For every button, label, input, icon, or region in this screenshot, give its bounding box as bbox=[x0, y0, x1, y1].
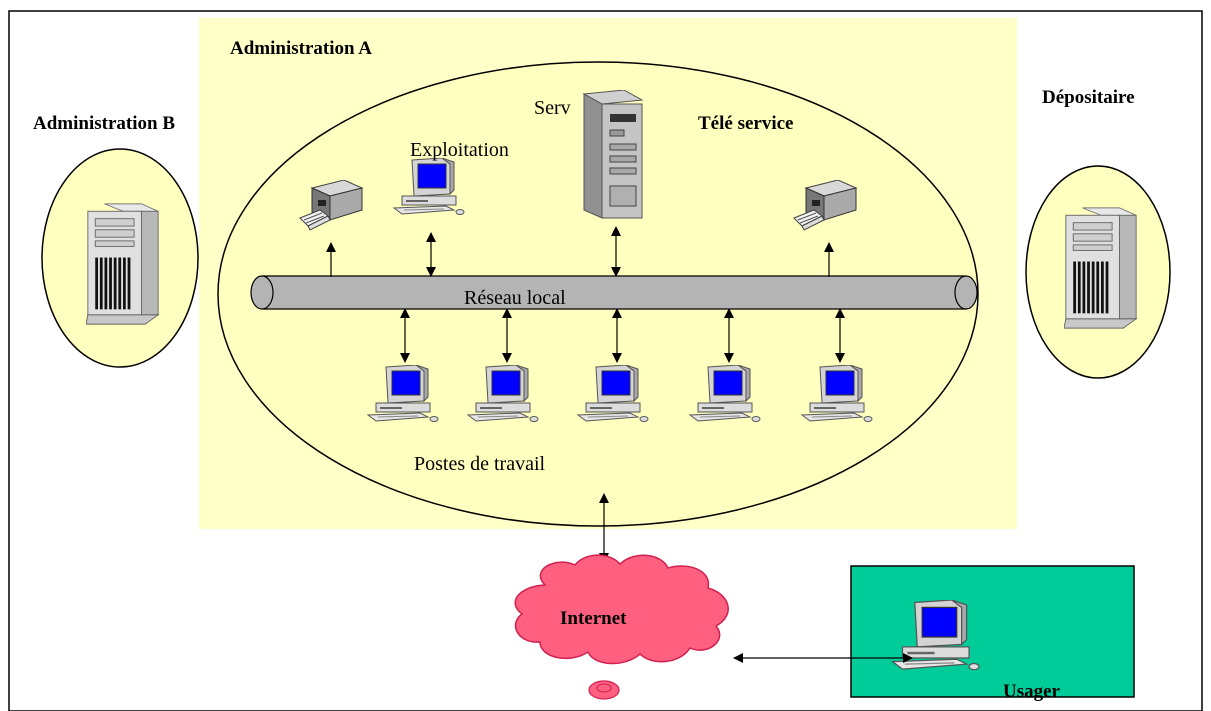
serv-server-icon bbox=[583, 90, 643, 219]
serv-label: Serv bbox=[534, 97, 571, 119]
depositaire-server-icon bbox=[1064, 207, 1137, 329]
exploitation-label: Exploitation bbox=[410, 139, 509, 161]
usager-label: Usager bbox=[1003, 681, 1061, 702]
admin-b-server-icon bbox=[86, 203, 159, 325]
tele-service-label: Télé service bbox=[698, 113, 793, 134]
postes-de-travail-label: Postes de travail bbox=[414, 453, 546, 475]
reseau-local-label: Réseau local bbox=[464, 287, 566, 309]
depositaire-label: Dépositaire bbox=[1042, 87, 1135, 108]
admin-a-label: Administration A bbox=[230, 38, 372, 59]
usager-box bbox=[850, 565, 1135, 698]
internet-cloud-icon bbox=[514, 554, 729, 700]
reseau-local-pipe bbox=[250, 275, 978, 310]
admin-b-label: Administration B bbox=[33, 113, 175, 134]
top-links bbox=[326, 226, 834, 277]
bottom-links bbox=[400, 308, 845, 363]
internet-label: Internet bbox=[560, 608, 627, 629]
